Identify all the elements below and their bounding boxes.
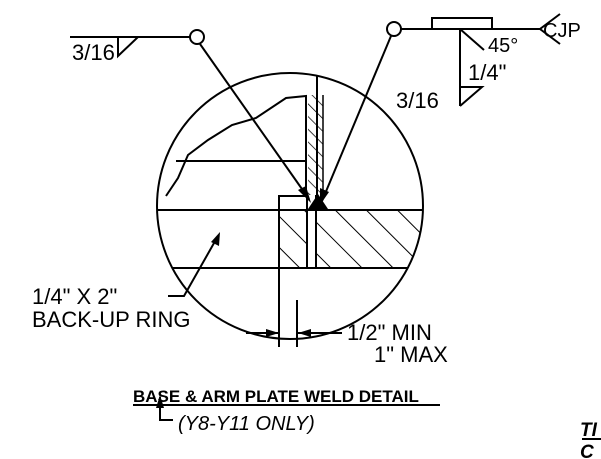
right-weld-symbol bbox=[320, 13, 561, 205]
backup-ring-hatch bbox=[279, 210, 307, 267]
cjp-note: CJP bbox=[543, 20, 581, 42]
detail-circle bbox=[156, 72, 424, 340]
groove-depth: 1/4" bbox=[468, 60, 506, 85]
detail-note: (Y8-Y11 ONLY) bbox=[178, 413, 315, 435]
clipped-text-2: C bbox=[580, 442, 594, 459]
detail-title: BASE & ARM PLATE WELD DETAIL bbox=[133, 387, 419, 406]
gap-min: 1/2" MIN bbox=[347, 320, 432, 345]
groove-angle: 45° bbox=[488, 35, 518, 57]
break-line bbox=[165, 94, 307, 197]
backup-ring-label: BACK-UP RING bbox=[32, 307, 191, 332]
gap-max: 1" MAX bbox=[374, 342, 448, 367]
weld-section bbox=[157, 73, 423, 339]
right-weld-size: 3/16 bbox=[396, 88, 439, 113]
fillet-weld-hatch bbox=[308, 95, 323, 195]
backup-ring-leader bbox=[168, 235, 219, 297]
cjp-weld-bead bbox=[308, 194, 328, 209]
left-weld-symbol bbox=[70, 29, 311, 203]
clipped-text-1: TI bbox=[580, 420, 598, 441]
base-plate-hatch bbox=[316, 210, 423, 268]
left-weld-size: 3/16 bbox=[72, 40, 115, 65]
backup-ring-size: 1/4" X 2" bbox=[32, 284, 117, 309]
